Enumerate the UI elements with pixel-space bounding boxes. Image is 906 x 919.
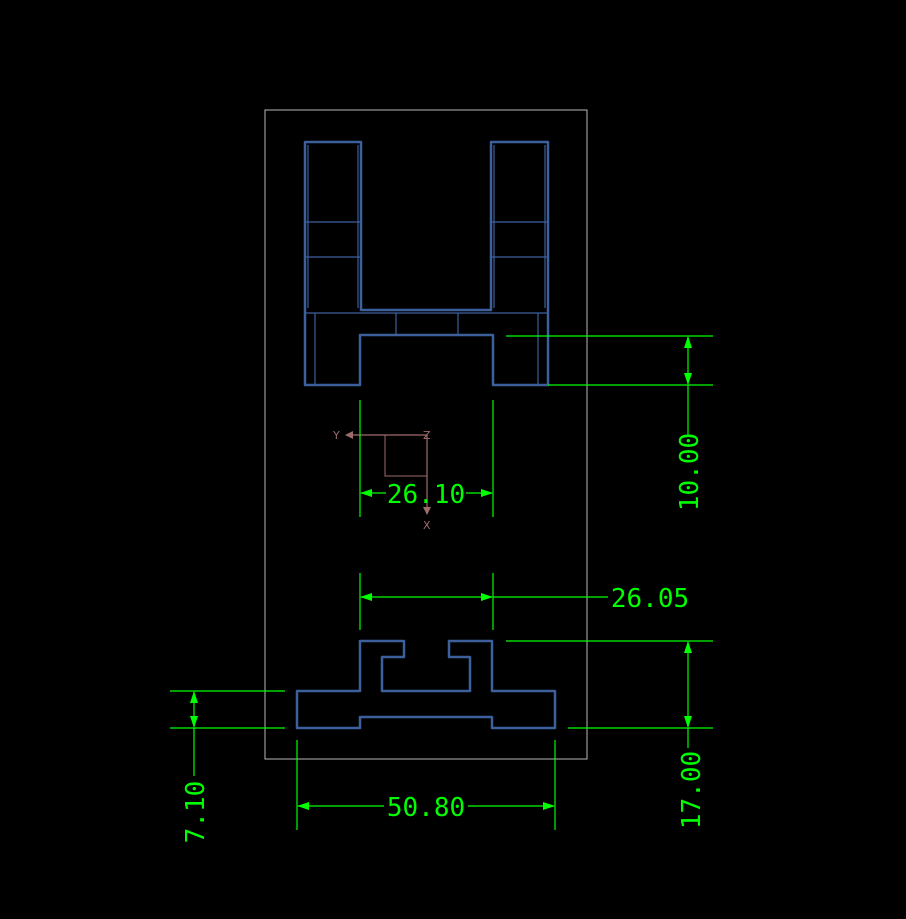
top-view-outline bbox=[303, 140, 550, 387]
dim-17-00-label: 17.00 bbox=[677, 751, 707, 829]
dim-10-00-label: 10.00 bbox=[675, 433, 705, 511]
z-axis-label: Z bbox=[423, 429, 431, 442]
dim-7-10-label: 7.10 bbox=[181, 781, 211, 844]
dimensions bbox=[170, 335, 713, 830]
x-axis-label: X bbox=[423, 519, 431, 532]
sheet-frame bbox=[264, 109, 588, 760]
top-view bbox=[303, 140, 550, 387]
dim-50-80-label: 50.80 bbox=[387, 793, 465, 823]
dimension-labels: 26.10 26.05 50.80 10.00 17.00 7.10 bbox=[181, 433, 707, 843]
dim-26-05-label: 26.05 bbox=[611, 584, 689, 614]
dim-26-10-label: 26.10 bbox=[387, 480, 465, 510]
axes-marker-box bbox=[384, 434, 428, 477]
front-view-profile bbox=[295, 639, 557, 730]
y-axis-label: Y bbox=[332, 429, 340, 442]
